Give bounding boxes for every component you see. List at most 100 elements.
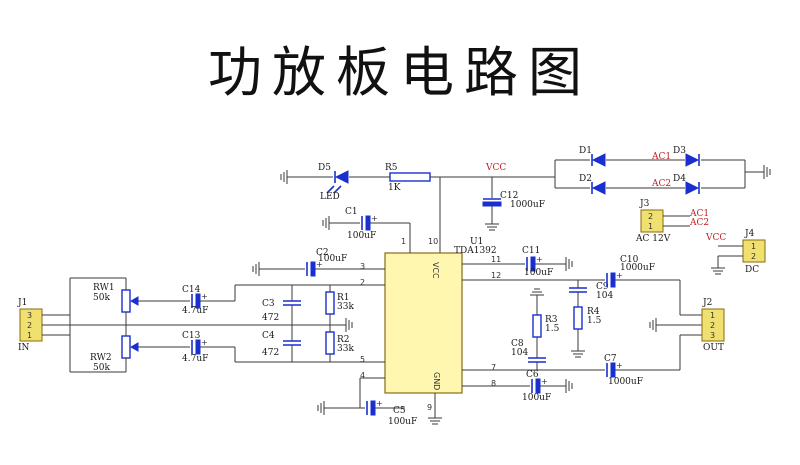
c8-value: 104 xyxy=(511,348,528,358)
capacitor-c1: C1 100uF xyxy=(322,207,411,253)
pin12: 12 xyxy=(491,271,501,280)
resistor-r1: R1 33k xyxy=(325,285,354,325)
capacitor-c4: C4 472 xyxy=(262,325,302,362)
c11-value: 100uF xyxy=(524,268,553,278)
c10-value: 1000uF xyxy=(620,263,655,273)
r3-label: R3 xyxy=(545,315,558,325)
u1-value: TDA1392 xyxy=(454,246,497,256)
j1-label: J1 xyxy=(17,298,27,308)
r3-value: 1.5 xyxy=(545,324,560,334)
r4-label: R4 xyxy=(587,307,600,317)
capacitor-c5: C5 100uF xyxy=(317,377,417,427)
capacitor-c11: C11 100uF xyxy=(462,246,573,278)
j4-vcc: VCC xyxy=(705,233,726,243)
j2-pin2: 2 xyxy=(710,321,715,330)
ic-u1: VCC GND U1 TDA1392 10 9 1 3 2 5 4 11 12 … xyxy=(360,237,501,412)
pin3: 3 xyxy=(360,262,365,271)
c2-value: 100uF xyxy=(318,254,347,264)
led-label: LED xyxy=(320,192,340,202)
resistor-r2: R2 33k xyxy=(325,325,354,362)
c14-value: 4.7uF xyxy=(182,306,208,316)
c14-label: C14 xyxy=(182,285,201,295)
capacitor-c14: C14 4.7uF xyxy=(182,285,235,316)
r2-value: 33k xyxy=(337,344,354,354)
c12-label: C12 xyxy=(500,191,518,201)
rw2-value: 50k xyxy=(93,363,110,373)
capacitor-c8: C8 104 xyxy=(511,339,547,370)
r5-value: 1K xyxy=(388,183,401,193)
r5-label: R5 xyxy=(385,163,398,173)
d5-label: D5 xyxy=(318,163,331,173)
c8-label: C8 xyxy=(511,339,524,349)
capacitor-c7: C7 1000uF xyxy=(604,335,681,387)
c9-value: 104 xyxy=(596,291,613,301)
pin4: 4 xyxy=(360,371,365,380)
capacitor-c6: C6 100uF xyxy=(462,370,573,403)
c3-value: 472 xyxy=(262,313,279,323)
c1-label: C1 xyxy=(345,207,358,217)
capacitor-c3: C3 472 xyxy=(262,285,302,325)
j3-ac1: AC1 xyxy=(689,209,709,219)
c5-value: 100uF xyxy=(388,417,417,427)
c5-label: C5 xyxy=(393,406,406,416)
capacitor-c13: C13 4.7uF xyxy=(182,331,235,364)
j3-pin1: 1 xyxy=(648,222,653,231)
u1-label: U1 xyxy=(470,237,483,247)
led-d5: D5 LED xyxy=(280,163,390,202)
c7-label: C7 xyxy=(604,354,617,364)
u1-vcc-label: VCC xyxy=(431,262,440,279)
rw1-value: 50k xyxy=(93,293,110,303)
pin10: 10 xyxy=(428,237,438,246)
c13-value: 4.7uF xyxy=(182,354,208,364)
j2-value: OUT xyxy=(703,343,724,353)
pin1: 1 xyxy=(401,237,406,246)
pin2: 2 xyxy=(360,278,365,287)
ac2-label: AC2 xyxy=(651,179,671,189)
potentiometer-rw2: RW2 50k xyxy=(90,325,190,373)
vcc-top-label: VCC xyxy=(485,163,506,173)
j4-label: J4 xyxy=(744,229,755,239)
potentiometer-rw1: RW1 50k xyxy=(93,278,190,325)
pin11: 11 xyxy=(491,255,501,264)
c2-label: C2 xyxy=(316,248,329,258)
pin9: 9 xyxy=(427,403,432,412)
c11-label: C11 xyxy=(522,246,540,256)
rw1-label: RW1 xyxy=(93,283,115,293)
j1-pin3: 3 xyxy=(27,311,32,320)
j2-pin1: 1 xyxy=(710,311,715,320)
pin7: 7 xyxy=(491,363,496,372)
c7-value: 1000uF xyxy=(608,377,643,387)
connector-j2: 1 2 3 J2 OUT xyxy=(649,298,725,353)
capacitor-c2: C2 100uF xyxy=(252,248,385,277)
j1-pin1: 1 xyxy=(27,331,32,340)
d2-label: D2 xyxy=(579,174,592,184)
j1-pin2: 2 xyxy=(27,321,32,330)
r1-label: R1 xyxy=(337,293,350,303)
resistor-r4: R4 1.5 xyxy=(570,306,602,358)
r1-value: 33k xyxy=(337,302,354,312)
j3-ac2: AC2 xyxy=(689,218,709,228)
u1-gnd-label: GND xyxy=(432,372,441,390)
page-title: 功放板电路图 xyxy=(208,41,592,104)
connector-j3: 2 1 J3 AC 12V AC1 AC2 xyxy=(635,199,709,244)
d1-label: D1 xyxy=(579,146,592,156)
c4-label: C4 xyxy=(262,331,275,341)
j3-pin2: 2 xyxy=(648,212,653,221)
j3-value: AC 12V xyxy=(635,234,671,244)
j4-pin1: 1 xyxy=(751,242,756,251)
pin5: 5 xyxy=(360,355,365,364)
r4-value: 1.5 xyxy=(587,316,602,326)
resistor-r5: R5 1K xyxy=(385,163,555,193)
j2-label: J2 xyxy=(702,298,712,308)
resistor-r3: R3 1.5 xyxy=(529,288,560,358)
c13-label: C13 xyxy=(182,331,201,341)
j3-label: J3 xyxy=(639,199,650,209)
bridge-rectifier: D1 D2 D3 D4 AC1 AC2 xyxy=(554,146,771,195)
c9-label: C9 xyxy=(596,282,609,292)
j1-value: IN xyxy=(18,343,30,353)
d4-label: D4 xyxy=(673,174,686,184)
c6-label: C6 xyxy=(526,370,539,380)
j2-pin3: 3 xyxy=(710,331,715,340)
c12-value: 1000uF xyxy=(510,200,545,210)
